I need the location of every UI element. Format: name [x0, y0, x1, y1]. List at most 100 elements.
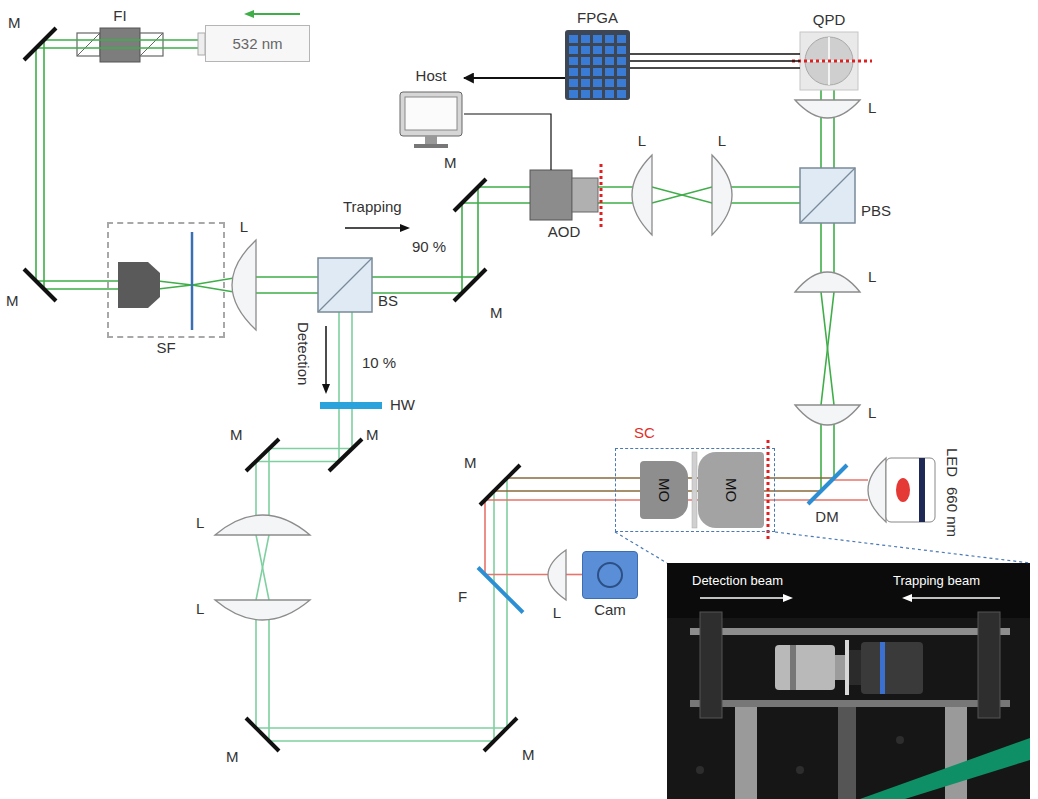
- photo-rail: [690, 628, 1010, 635]
- node-label: MO: [722, 478, 740, 502]
- conjugate-planes: [601, 61, 872, 542]
- host-computer: Host: [398, 64, 464, 150]
- laser-direction-arrow: [252, 13, 300, 15]
- part-label: 90 %: [412, 238, 446, 256]
- monitor-base: [414, 144, 448, 148]
- photo-sample: [845, 640, 849, 695]
- monitor-frame: [400, 92, 462, 136]
- sample-slide: [692, 452, 697, 528]
- led-source: LED660 nm: [850, 458, 935, 522]
- beam-splitter-cube: [318, 258, 372, 312]
- part-label: M: [522, 746, 535, 764]
- part-label: L: [868, 404, 876, 422]
- part-label: M: [366, 426, 379, 444]
- photo-objective: [775, 645, 835, 690]
- lens: [795, 272, 860, 292]
- part-label: M: [226, 748, 239, 766]
- node-label: 532 nm: [232, 35, 282, 53]
- trapping-beam: [821, 223, 834, 491]
- beam-splitter-cube: [800, 168, 855, 223]
- pinhole: [191, 232, 194, 330]
- fpga-body: [565, 30, 630, 100]
- photo-arrow: [910, 597, 1000, 599]
- faraday-isolator-symbol: [77, 28, 163, 62]
- mirror: [480, 465, 520, 505]
- lens: [795, 100, 860, 118]
- node-label: PBS: [861, 202, 891, 220]
- data-arrow: [464, 77, 565, 79]
- led-light: [832, 479, 868, 481]
- mirror: [329, 439, 362, 471]
- part-label: Detection: [294, 322, 312, 385]
- rotator-body: [100, 28, 140, 62]
- mirror: [484, 718, 517, 751]
- sample-chamber: SCMOMO: [615, 448, 775, 532]
- lens: [712, 155, 732, 235]
- part-label: M: [230, 426, 243, 444]
- detection-beam: [256, 312, 507, 728]
- trapping-beam: [44, 40, 198, 289]
- part-label: L: [553, 604, 561, 622]
- node-label: SF: [156, 339, 175, 357]
- photo-arrowhead: [902, 594, 912, 602]
- laser-direction-arrowhead: [244, 10, 254, 18]
- cube-diagonal: [77, 33, 100, 56]
- node-label: Host: [416, 67, 447, 85]
- node-label: MO: [655, 478, 673, 502]
- control-cable: [464, 114, 551, 170]
- direction-arrowhead: [322, 384, 330, 394]
- monitor-screen: [405, 97, 457, 130]
- part-label: HW: [390, 396, 415, 414]
- mirror: [24, 269, 56, 301]
- part-label: M: [464, 454, 477, 472]
- photo-objective-band: [880, 642, 885, 694]
- trapping-beam: [36, 48, 198, 281]
- lens: [868, 458, 886, 522]
- node-label: SC: [634, 424, 655, 442]
- aod-body: [530, 170, 572, 220]
- photo-objective-band: [790, 645, 796, 690]
- lens: [632, 155, 652, 235]
- led-housing: [886, 458, 935, 522]
- mirror: [454, 179, 486, 211]
- signal-wires: [630, 54, 800, 68]
- part-label: Detection beam: [692, 572, 783, 590]
- part-label: M: [490, 304, 503, 322]
- conjugate-plane: [600, 164, 603, 228]
- cube-diagonal: [800, 168, 855, 223]
- objective-lens: MO: [640, 461, 688, 519]
- fpga-grid: [568, 34, 628, 100]
- filter: [478, 568, 523, 613]
- node-label: FPGA: [577, 9, 618, 27]
- aod-crystal: [572, 178, 598, 212]
- mirror: [246, 718, 279, 751]
- beam-splitter: BS: [318, 258, 372, 312]
- lens: [215, 515, 310, 535]
- part-label: M: [6, 292, 19, 310]
- polarizer-cube: [140, 33, 163, 56]
- node-label: AOD: [548, 223, 581, 241]
- optical-components: [24, 28, 935, 751]
- photo-table-hole: [896, 736, 904, 744]
- photo-rail: [690, 700, 1010, 707]
- part-label: L: [196, 600, 204, 618]
- lens: [548, 550, 566, 600]
- lens: [215, 600, 310, 620]
- part-label: L: [196, 514, 204, 532]
- fpga-board: FPGA: [565, 30, 630, 100]
- dichroic-mirror: [808, 465, 847, 504]
- direction-arrow: [345, 227, 400, 229]
- lenses: [215, 100, 886, 620]
- cube-diagonal: [140, 33, 163, 56]
- half-wave-plate: [320, 402, 382, 409]
- photo-objective-nose: [835, 655, 845, 680]
- photo-post: [735, 707, 757, 799]
- polarizer-cube: [77, 33, 100, 56]
- part-label: M: [8, 14, 21, 32]
- photo-table-hole: [796, 766, 804, 774]
- node-label: LED: [943, 448, 961, 477]
- part-label: L: [638, 132, 646, 150]
